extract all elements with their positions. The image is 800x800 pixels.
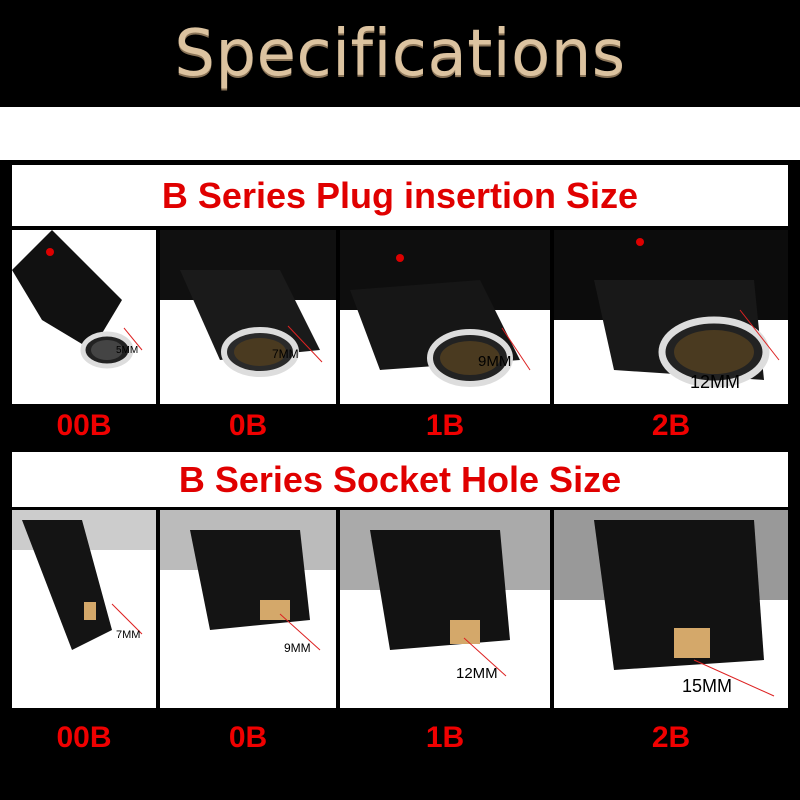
socket-section-banner: B Series Socket Hole Size — [12, 452, 788, 507]
socket-photo-0b: 9MM — [160, 510, 336, 708]
plug-size-1b: 9MM — [478, 353, 511, 370]
plug-model-0b: 0B — [228, 409, 268, 442]
socket-section-title: B Series Socket Hole Size — [178, 458, 622, 500]
socket-size-0b: 9MM — [284, 641, 311, 655]
socket-model-00b: 00B — [56, 721, 112, 754]
plug-model-00b: 00B — [56, 409, 112, 442]
socket-size-1b: 12MM — [456, 665, 498, 682]
plug-size-0b: 7MM — [272, 347, 299, 361]
page-title: Specifications — [174, 16, 626, 91]
plug-model-2b: 2B — [651, 409, 691, 442]
header-bar: Specifications — [0, 0, 800, 107]
socket-model-2b: 2B — [651, 721, 691, 754]
socket-photo-2b: 15MM — [554, 510, 788, 708]
socket-model-0b: 0B — [228, 721, 268, 754]
plug-photo-00b: 5MM — [12, 230, 156, 404]
socket-model-1b: 1B — [425, 721, 465, 754]
plug-section-banner: B Series Plug insertion Size — [12, 165, 788, 226]
plug-photo-1b: 9MM — [340, 230, 550, 404]
plug-photo-2b: 12MM — [554, 230, 788, 404]
socket-photo-00b: 7MM — [12, 510, 156, 708]
socket-photo-1b: 12MM — [340, 510, 550, 708]
socket-size-2b: 15MM — [682, 676, 732, 696]
plug-size-00b: 5MM — [116, 345, 138, 356]
socket-size-00b: 7MM — [116, 629, 140, 641]
plug-size-2b: 12MM — [690, 372, 740, 392]
plug-model-1b: 1B — [425, 409, 465, 442]
plug-section-title: B Series Plug insertion Size — [161, 174, 639, 216]
plug-photo-0b: 7MM — [160, 230, 336, 404]
